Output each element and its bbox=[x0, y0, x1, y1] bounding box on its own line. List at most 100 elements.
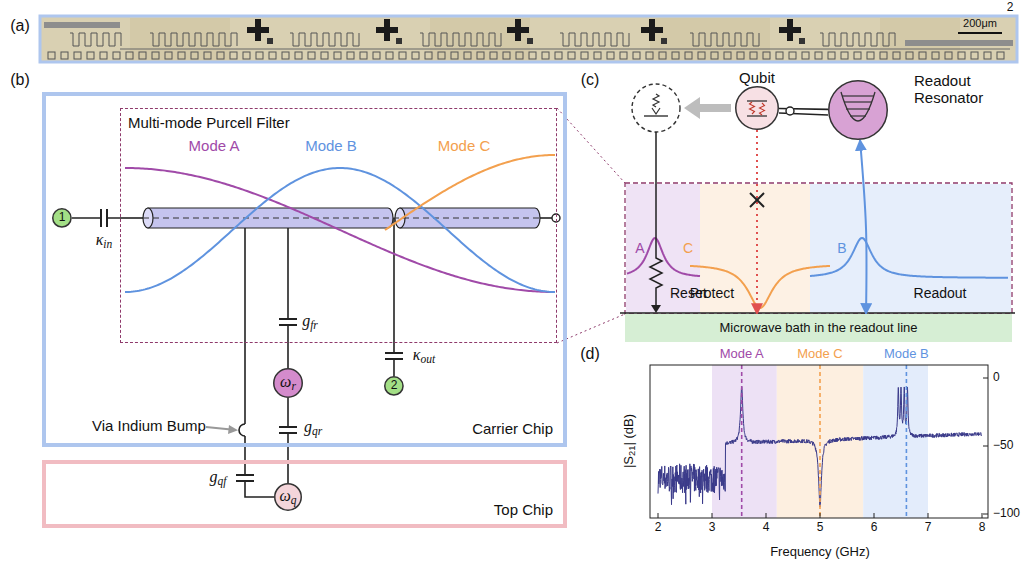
circle-outline bbox=[736, 87, 779, 130]
tick-label: 7 bbox=[925, 521, 932, 535]
panel-label: (c) bbox=[581, 71, 600, 89]
text-slot: (a) bbox=[10, 17, 30, 35]
text-slot: |S21| (dB) bbox=[622, 414, 638, 468]
text-slot: 8 bbox=[979, 521, 986, 535]
airbridge-pad bbox=[139, 52, 146, 59]
airbridge-pad bbox=[555, 52, 562, 59]
airbridge-pad bbox=[945, 52, 952, 59]
airbridge-pad bbox=[113, 52, 120, 59]
text-slot: Readout bbox=[914, 285, 967, 301]
text-part: qr bbox=[312, 425, 322, 437]
airbridge-pad bbox=[633, 52, 640, 59]
filter-outline bbox=[625, 183, 1012, 314]
region-shading bbox=[810, 184, 1011, 313]
wire bbox=[244, 228, 246, 343]
mode-letter: B bbox=[837, 240, 846, 256]
airbridge-pad bbox=[204, 52, 211, 59]
airbridge-pad bbox=[438, 52, 445, 59]
airbridge-pad bbox=[776, 52, 783, 59]
region-label: Microwave bath in the readout line bbox=[719, 321, 917, 336]
filter-response bbox=[627, 238, 700, 276]
axis-title: |S21| (dB) bbox=[622, 414, 638, 468]
text-slot: (d) bbox=[580, 345, 600, 363]
text-slot: Top Chip bbox=[494, 501, 553, 518]
airbridge-pad bbox=[191, 52, 198, 59]
text-slot: 1 bbox=[52, 208, 72, 228]
capacitor-plate bbox=[279, 426, 297, 428]
transition-arrow bbox=[760, 103, 765, 115]
text-part: in bbox=[103, 238, 112, 250]
connector bbox=[72, 217, 120, 219]
capacitor-plate bbox=[279, 324, 297, 326]
airbridge-pad bbox=[932, 52, 939, 59]
connector bbox=[287, 343, 289, 368]
text-slot: 2 bbox=[655, 521, 662, 535]
airbridge-pad bbox=[256, 52, 263, 59]
chip-photo bbox=[40, 16, 1017, 62]
x-tick bbox=[982, 513, 983, 518]
airbridge-pad bbox=[386, 52, 393, 59]
text-slot: B bbox=[837, 240, 846, 256]
airbridge-pad bbox=[880, 52, 887, 59]
tick-label: 0 bbox=[993, 371, 1000, 385]
region-label: Multi-mode Purcell Filter bbox=[128, 114, 290, 131]
text-part: qf bbox=[218, 475, 227, 487]
airbridge-pad bbox=[711, 52, 718, 59]
text-part: out bbox=[420, 353, 435, 365]
x-tick bbox=[820, 513, 821, 518]
blocked-mark bbox=[750, 193, 764, 207]
text-slot: 5 bbox=[817, 521, 824, 535]
wire bbox=[393, 218, 395, 343]
scale-label: 200μm bbox=[963, 17, 997, 30]
circle-outline bbox=[385, 377, 403, 395]
airbridge-pad bbox=[789, 52, 796, 59]
leader-arrow-head bbox=[228, 425, 238, 434]
x-tick bbox=[658, 513, 659, 518]
region-label: Carrier Chip bbox=[472, 420, 553, 437]
coupling-label: κin bbox=[95, 231, 114, 251]
text-slot: (c) bbox=[581, 71, 600, 89]
blocked-mark bbox=[750, 193, 764, 207]
text-slot: 6 bbox=[871, 521, 878, 535]
filter-response bbox=[690, 266, 830, 308]
airbridge-pad bbox=[178, 52, 185, 59]
airbridge-pad bbox=[503, 52, 510, 59]
mode-label: Mode C bbox=[438, 137, 491, 154]
photo-tile bbox=[130, 18, 230, 60]
text-slot: 3 bbox=[709, 521, 716, 535]
zoom-line bbox=[557, 108, 625, 183]
tick-label: −100 bbox=[993, 507, 1020, 521]
y-tick bbox=[983, 378, 988, 379]
xmon-qubit bbox=[779, 27, 801, 33]
text-slot: Mode B bbox=[305, 137, 357, 154]
circle-shape-svg bbox=[735, 86, 779, 130]
region-box: Top Chipωq bbox=[42, 460, 567, 528]
circle-outline bbox=[274, 369, 303, 398]
junction-pad bbox=[396, 38, 402, 44]
airbridge-pad bbox=[373, 52, 380, 59]
airbridge-pad bbox=[672, 52, 679, 59]
circle-outline bbox=[275, 484, 302, 511]
junction-pad bbox=[661, 38, 667, 44]
text-part: κ bbox=[413, 346, 421, 363]
tick-label: −50 bbox=[993, 439, 1013, 453]
text-slot: ωr bbox=[273, 368, 303, 398]
text-part: ω bbox=[280, 373, 291, 390]
text-slot: Mode A bbox=[720, 347, 764, 362]
text-slot: 7 bbox=[925, 521, 932, 535]
meander-resonator bbox=[690, 33, 759, 46]
text-slot: 4 bbox=[763, 521, 770, 535]
airbridge-pad bbox=[841, 52, 848, 59]
connector bbox=[756, 130, 758, 314]
text-part: g bbox=[210, 468, 218, 485]
circle-node: 2 bbox=[384, 376, 404, 396]
airbridge-pad bbox=[581, 52, 588, 59]
airbridge-pad bbox=[698, 52, 705, 59]
capacitor-plate bbox=[236, 480, 254, 482]
airbridge-pad bbox=[399, 52, 406, 59]
text-slot: κin bbox=[95, 231, 114, 251]
airbridge-pad bbox=[763, 52, 770, 59]
airbridge-pad bbox=[906, 52, 913, 59]
text-slot: 200μm bbox=[963, 17, 997, 30]
airbridge-pad bbox=[724, 52, 731, 59]
